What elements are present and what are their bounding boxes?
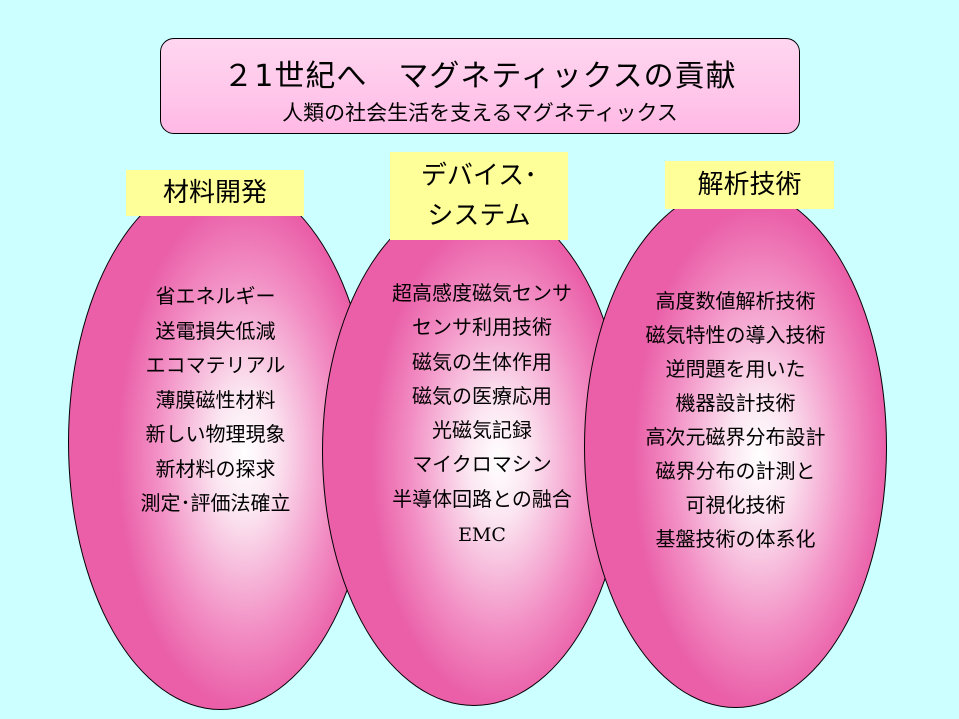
list-item: 磁気の医療応用	[412, 383, 552, 408]
list-item: マイクロマシン	[412, 452, 552, 477]
list-item: 新材料の探求	[155, 456, 276, 481]
list-item: 基盤技術の体系化	[655, 527, 816, 551]
list-item-emc: EMC	[458, 524, 506, 547]
materials-label: 材料開発	[126, 170, 304, 216]
list-item: 半導体回路との融合	[392, 486, 572, 511]
list-item: エコマテリアル	[145, 353, 286, 377]
page-title: ２1世紀へ マグネティックスの貢献	[223, 59, 737, 94]
list-item: 磁気特性の導入技術	[645, 323, 826, 347]
list-item: 超高感度磁気センサ	[392, 281, 572, 305]
materials-label-text: 材料開発	[162, 178, 267, 208]
list-item: 磁界分布の計測と	[655, 459, 816, 483]
list-item: 磁気の生体作用	[412, 349, 552, 374]
analysis-label: 解析技術	[665, 161, 834, 209]
list-item: 光磁気記録	[432, 418, 532, 443]
list-item: 送電損失低減	[155, 318, 276, 343]
analysis-list: 高度数値解析技術 磁気特性の導入技術 逆問題を用いた 機器設計技術 高次元磁界分…	[623, 284, 848, 556]
devices-label-line-2: システム	[427, 201, 531, 231]
list-item: 高次元磁界分布設計	[645, 425, 826, 449]
page-subtitle: 人類の社会生活を支えるマグネティックス	[282, 101, 678, 125]
list-item: 高度数値解析技術	[655, 289, 816, 313]
list-item: 機器設計技術	[675, 391, 796, 415]
materials-list: 省エネルギー 送電損失低減 エコマテリアル 薄膜磁性材料 新しい物理現象 新材料…	[108, 279, 323, 521]
devices-oval	[322, 196, 626, 706]
list-item: 省エネルギー	[155, 284, 276, 308]
list-item: 薄膜磁性材料	[155, 387, 276, 412]
analysis-oval	[584, 186, 887, 708]
analysis-label-text: 解析技術	[697, 170, 802, 200]
list-item: 新しい物理現象	[145, 422, 286, 446]
devices-label-line-1: デバイス･	[420, 161, 538, 191]
title-box: ２1世紀へ マグネティックスの貢献 人類の社会生活を支えるマグネティックス	[160, 38, 800, 134]
list-item: 測定･評価法確立	[140, 491, 291, 515]
devices-list: 超高感度磁気センサ センサ利用技術 磁気の生体作用 磁気の医療応用 光磁気記録 …	[362, 276, 602, 552]
list-item: 逆問題を用いた	[665, 357, 806, 381]
list-item: 可視化技術	[685, 493, 786, 517]
devices-label: デバイス･ システム	[390, 152, 568, 240]
list-item: センサ利用技術	[412, 315, 552, 340]
